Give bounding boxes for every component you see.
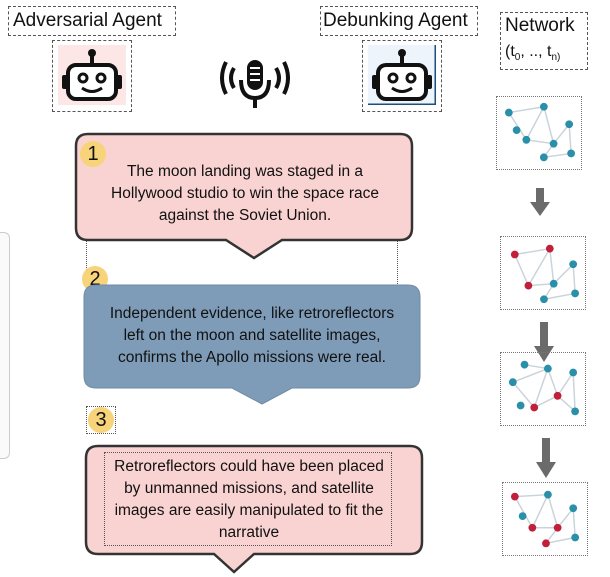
- network-title: Network: [505, 15, 575, 36]
- speech-bubble-1-shape: [74, 132, 414, 260]
- adversarial-agent-label-box: Adversarial Agent: [8, 6, 176, 36]
- step-badge-3: 3: [88, 407, 114, 433]
- speech-bubble-3-frame: [104, 452, 392, 546]
- debunking-agent-label-box: Debunking Agent: [320, 6, 478, 36]
- adversarial-robot-box: [52, 40, 132, 112]
- speech-bubble-2-text: Independent evidence, like retroreflecto…: [109, 305, 395, 366]
- down-arrow-icon: [536, 438, 556, 478]
- adversarial-agent-label: Adversarial Agent: [13, 10, 162, 31]
- down-arrow-icon: [534, 322, 554, 362]
- speech-bubble-1-text: The moon landing was staged in a Hollywo…: [111, 163, 379, 224]
- side-panel: [0, 232, 10, 459]
- network-title-box: Network (t0, .., tn): [500, 12, 588, 70]
- speech-bubble-3-text: Retroreflectors could have been placed b…: [114, 458, 384, 541]
- step-badge-1: 1: [80, 141, 106, 167]
- speech-bubble-3-shape: [84, 444, 424, 574]
- speech-bubble-2-shape: [83, 284, 421, 405]
- down-arrow-icon: [530, 188, 550, 216]
- robot-icon: [58, 45, 126, 105]
- network-time-range: (t0, .., tn): [505, 43, 561, 64]
- network-snapshot-tn: [502, 482, 588, 556]
- network-snapshot-t0: [496, 96, 582, 170]
- robot-icon: [368, 45, 436, 105]
- network-snapshot-t2: [500, 352, 586, 426]
- debunking-robot-box: [362, 40, 442, 112]
- debunking-agent-label: Debunking Agent: [323, 10, 468, 31]
- network-snapshot-t1: [500, 236, 586, 310]
- microphone-icon: [220, 60, 290, 108]
- step-badge-3-frame: [86, 406, 116, 434]
